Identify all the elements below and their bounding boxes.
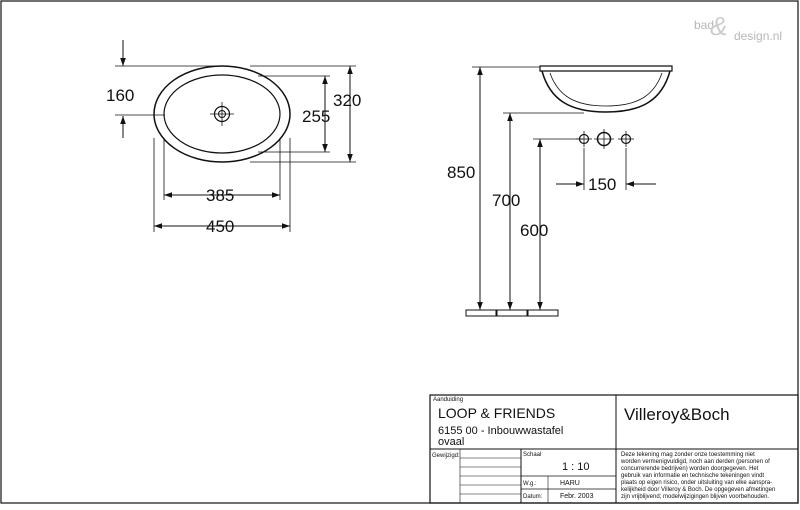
dim-160-label: 160 <box>106 86 134 105</box>
tb-datum-value: Febr. 2003 <box>560 493 594 500</box>
dim-850-label: 850 <box>447 163 475 182</box>
tb-datum-label: Datum: <box>523 494 543 500</box>
basin-bowl-inner <box>549 72 663 107</box>
tb-brand-logo: Villeroy&Boch <box>624 405 730 424</box>
watermark-ampersand: & <box>710 11 727 41</box>
tb-disclaimer-line: plaats op eigen risico, onder uitsluitin… <box>621 480 772 486</box>
basin-inner-edge <box>163 74 281 154</box>
watermark-text-left: bad <box>694 18 714 32</box>
tb-wg-value: HARU <box>560 480 580 487</box>
dim-255-label: 255 <box>302 107 330 126</box>
tb-disclaimer-line: gebruik van informatie en technische tek… <box>621 473 764 479</box>
basin-bowl-section <box>541 70 671 113</box>
floor-slab-left <box>465 309 497 317</box>
tb-gewijzigd-label: Gewijzigd: <box>432 453 460 459</box>
side-view <box>465 65 673 317</box>
dim-150-label: 150 <box>588 175 616 194</box>
tb-disclaimer-line: Deze tekening mag zonder onze toestemmin… <box>621 452 755 458</box>
watermark-logo: bad & design.nl <box>694 11 782 43</box>
tb-schaal-label: Schaal <box>523 452 541 458</box>
dim-385-label: 385 <box>206 186 234 205</box>
tb-aanduiding-label: Aanduiding <box>433 397 463 403</box>
dim-450-label: 450 <box>206 217 234 236</box>
basin-outer-rim <box>153 65 291 163</box>
dim-320-label: 320 <box>333 91 361 110</box>
tb-schaal-value: 1 : 10 <box>562 461 590 473</box>
tb-disclaimer: Deze tekening mag zonder onze toestemmin… <box>620 452 775 500</box>
basin-rim-section <box>539 65 673 72</box>
tb-product-code-line1: 6155 00 - Inbouwwastafel <box>438 425 563 437</box>
tb-product-code-line2: ovaal <box>438 436 464 448</box>
floor-slab-middle <box>496 309 528 317</box>
tb-disclaimer-line: zijn vrijblijvend; modelwijzigingen blij… <box>621 494 769 500</box>
tb-disclaimer-line: concurrerende bedrijven) worden doorgege… <box>621 466 759 472</box>
tb-product-name: LOOP & FRIENDS <box>438 405 555 421</box>
dim-600-label: 600 <box>520 221 548 240</box>
title-block <box>429 394 799 504</box>
tb-wg-label: W.g.: <box>523 481 537 487</box>
tb-disclaimer-line: kelijkheid door Villeroy & Boch. De opge… <box>621 487 775 493</box>
tb-disclaimer-line: worden vermenigvuldigd, noch aan derden … <box>620 459 770 465</box>
top-view <box>115 40 356 232</box>
dim-700-label: 700 <box>492 191 520 210</box>
floor-slab-right <box>527 309 559 317</box>
watermark-text-right: design.nl <box>734 29 782 43</box>
